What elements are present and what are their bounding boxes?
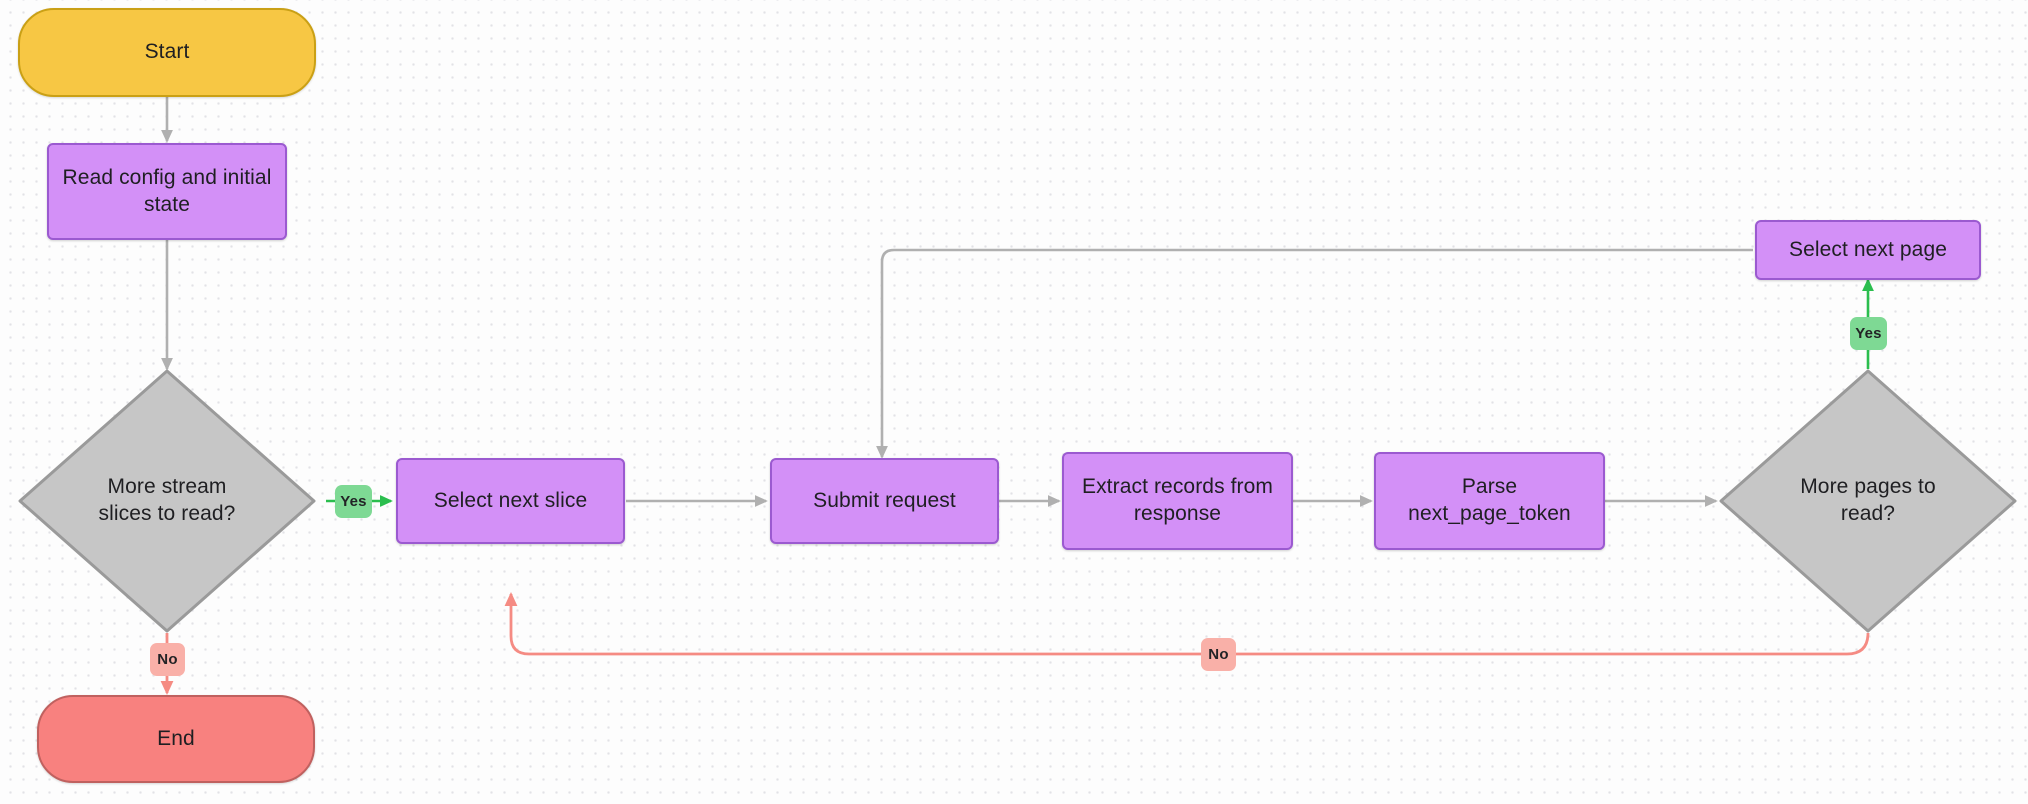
node-read-config[interactable]: Read config and initial state [47, 143, 287, 240]
edge-more-pages-no-to-select-slice-loop [504, 591, 1870, 656]
node-parse-next-page-token[interactable]: Parse next_page_token [1374, 452, 1605, 550]
edge-select-page-to-submit-loop [876, 248, 1753, 459]
edge-label-pages-yes[interactable]: Yes [1850, 317, 1887, 350]
edge-label-slices-yes-text: Yes [340, 493, 367, 510]
node-more-pages[interactable]: More pages to read? [1718, 368, 2018, 634]
edge-label-slices-no[interactable]: No [150, 643, 185, 676]
edge-label-pages-no-text: No [1208, 646, 1229, 663]
node-parse-next-page-token-label: Parse next_page_token [1408, 475, 1571, 525]
edge-label-pages-yes-text: Yes [1855, 325, 1882, 342]
node-select-next-page-label: Select next page [1788, 237, 1948, 261]
diamond-shape [18, 369, 316, 633]
node-extract-records-label: Extract records from response [1081, 475, 1274, 525]
node-select-next-page[interactable]: Select next page [1755, 220, 1981, 280]
node-start-label: Start [144, 40, 190, 64]
node-end-label: End [157, 726, 195, 750]
node-end[interactable]: End [37, 695, 315, 783]
node-submit-request[interactable]: Submit request [770, 458, 999, 544]
node-start[interactable]: Start [18, 8, 316, 97]
node-select-next-slice[interactable]: Select next slice [396, 458, 625, 544]
node-extract-records[interactable]: Extract records from response [1062, 452, 1293, 550]
node-more-stream-slices[interactable]: More stream slices to read? [17, 368, 317, 634]
node-submit-request-label: Submit request [813, 488, 956, 512]
edge-label-pages-no[interactable]: No [1201, 638, 1236, 671]
node-read-config-label: Read config and initial state [62, 165, 272, 216]
edge-label-slices-yes[interactable]: Yes [335, 485, 372, 518]
edge-label-slices-no-text: No [157, 651, 178, 668]
node-select-next-slice-label: Select next slice [433, 488, 588, 512]
diamond-shape [1719, 369, 2017, 633]
